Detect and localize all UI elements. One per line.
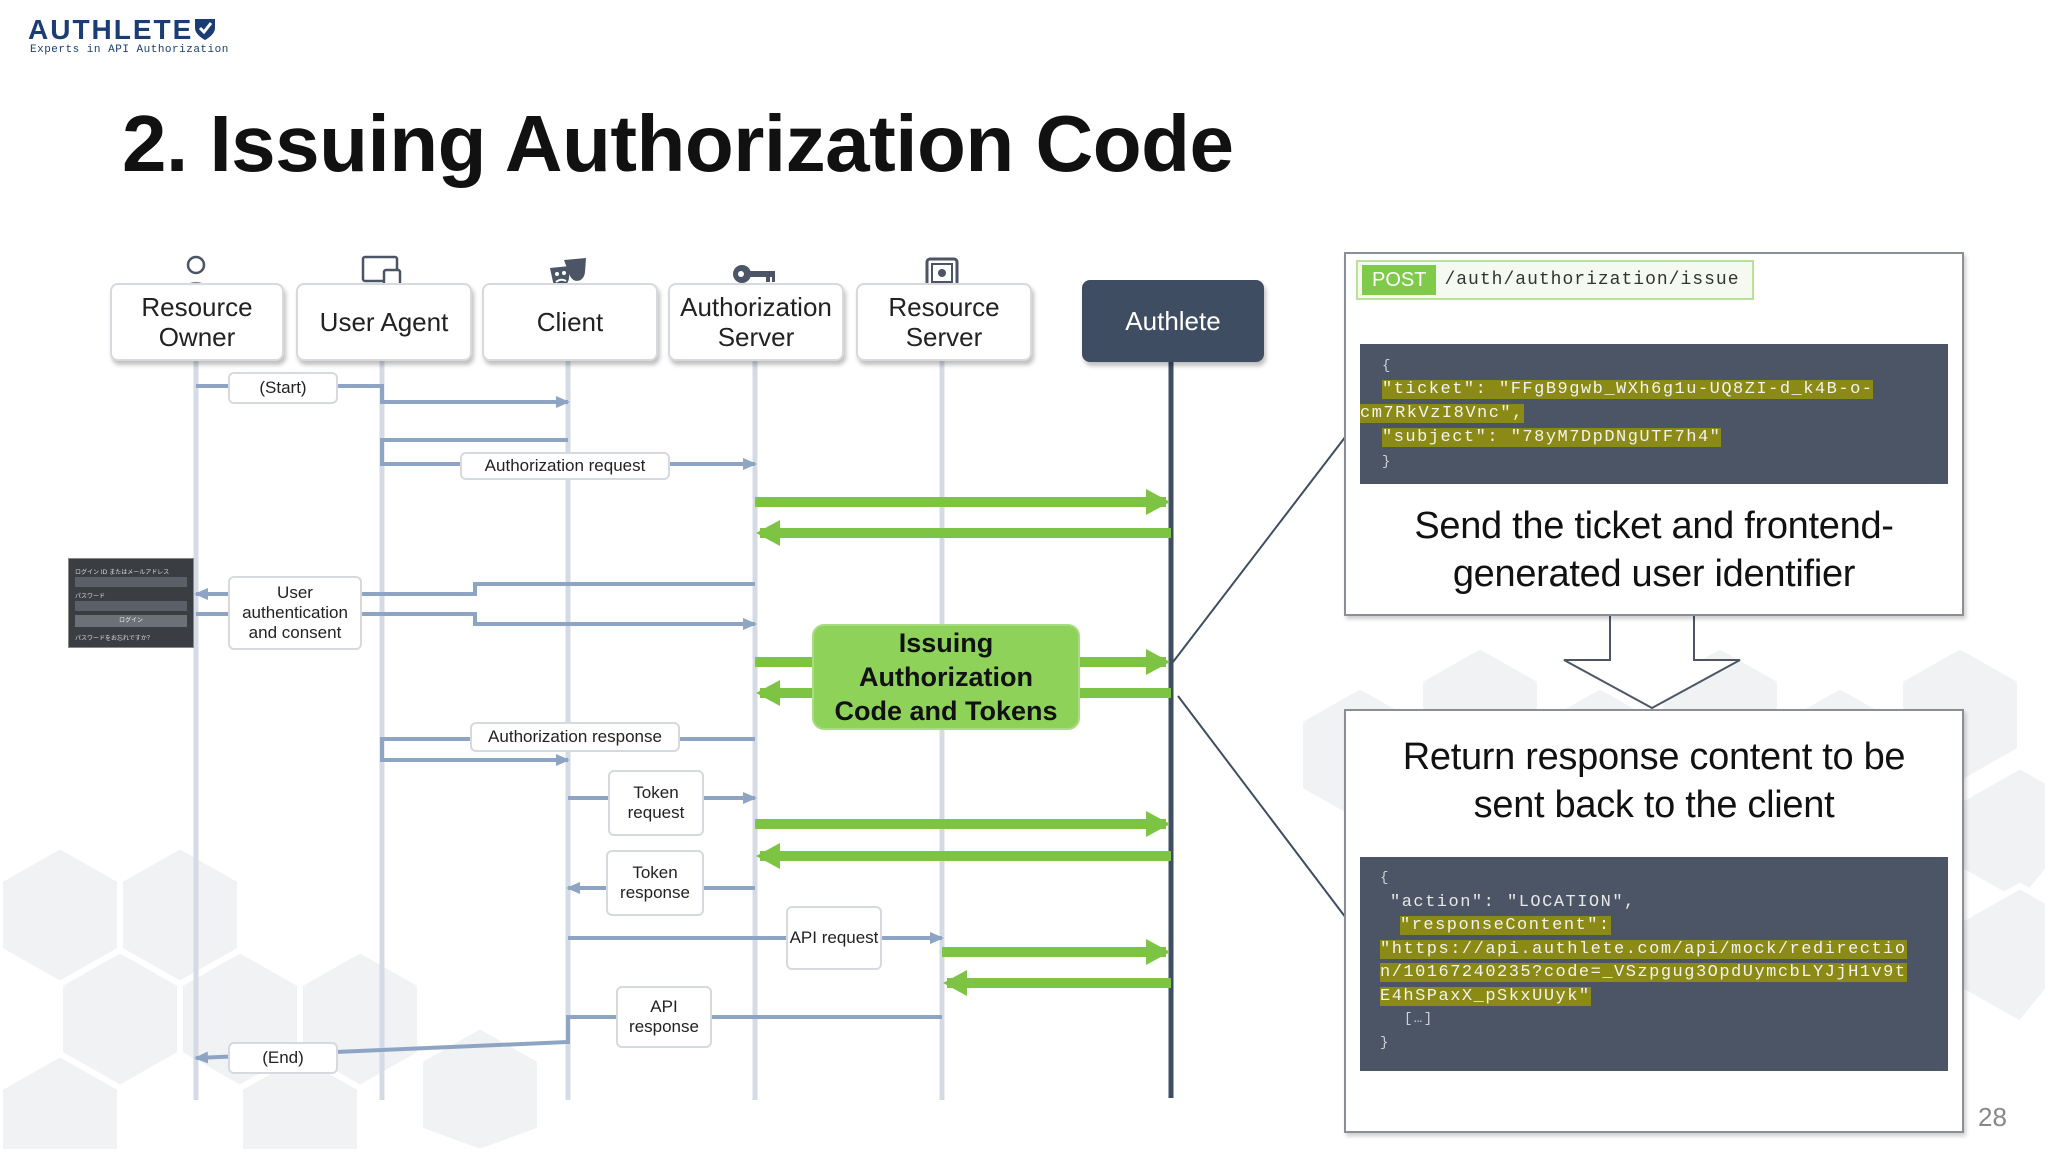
request-code-block: { "ticket": "FFgB9gwb_WXh6g1u-UQ8ZI-d_k4…	[1360, 344, 1948, 484]
actor-authorization-server: Authorization Server	[668, 283, 844, 361]
down-arrow-icon	[1563, 613, 1741, 710]
actor-user-agent: User Agent	[296, 283, 472, 361]
code-line: {	[1382, 358, 1392, 374]
forgot-password-link: パスワードをお忘れですか？	[75, 635, 153, 642]
code-line: "subject": "78yM7DpDNgUTF7h4"	[1382, 428, 1722, 447]
request-panel: POST /auth/authorization/issue { "ticket…	[1344, 252, 1964, 616]
shield-logo-icon	[195, 19, 215, 40]
label-authorization-request: Authorization request	[460, 452, 670, 480]
http-method-badge: POST	[1362, 265, 1437, 295]
label-api-response: API response	[616, 986, 712, 1048]
actor-resource-server: Resource Server	[856, 283, 1032, 361]
password-label: パスワード	[75, 593, 106, 600]
logo-tagline: Experts in API Authorization	[30, 44, 229, 56]
actor-authlete: Authlete	[1082, 280, 1264, 362]
code-line: }	[1382, 454, 1392, 470]
code-line: "ticket": "FFgB9gwb_WXh6g1u-UQ8ZI-d_k4B-…	[1382, 380, 1874, 399]
arrow-api-response	[194, 1015, 942, 1064]
request-caption: Send the ticket and frontend- generated …	[1414, 505, 1894, 595]
code-line: n/10167240235?code=_VSzpgug3OpdUymcbLYJj…	[1380, 963, 1907, 982]
response-code-block: { "action": "LOCATION", "responseContent…	[1360, 857, 1948, 1071]
label-api-request: API request	[786, 906, 882, 970]
response-caption: Return response content to be sent back …	[1402, 736, 1906, 826]
label-start: (Start)	[228, 372, 338, 404]
code-line: E4hSPaxX_pSkxUUyk"	[1380, 986, 1591, 1006]
login-screen-thumbnail: ログイン ID またはメールアドレス パスワード ログイン パスワードをお忘れで…	[68, 558, 194, 648]
label-end: (End)	[228, 1042, 338, 1074]
label-token-response: Token response	[606, 850, 704, 916]
theater-masks-icon	[550, 258, 586, 287]
endpoint-path: /auth/authorization/issue	[1444, 270, 1740, 290]
key-icon	[733, 265, 775, 283]
code-line: "https://api.authlete.com/api/mock/redir…	[1380, 939, 1907, 959]
actor-client: Client	[482, 283, 658, 361]
page-number: 28	[1978, 1102, 2007, 1132]
callout-lines	[1172, 435, 1347, 919]
login-id-label: ログイン ID またはメールアドレス	[75, 569, 170, 576]
code-line: "responseContent":	[1400, 916, 1611, 935]
code-line: }	[1380, 1034, 1390, 1051]
code-line: "action": "LOCATION",	[1390, 892, 1636, 912]
code-line: cm7RkVzI8Vnc",	[1360, 404, 1524, 423]
logo-name: AUTHLETE	[28, 14, 194, 45]
endpoint-bar: POST /auth/authorization/issue	[1356, 260, 1754, 300]
login-button: ログイン	[75, 615, 187, 627]
label-user-authentication: User authentication and consent	[228, 576, 362, 650]
actor-resource-owner: Resource Owner	[110, 283, 284, 361]
issuing-authorization-code-box: Issuing Authorization Code and Tokens	[812, 624, 1080, 730]
response-panel: Return response content to be sent back …	[1344, 709, 1964, 1133]
page-title: 2. Issuing Authorization Code	[122, 99, 1234, 188]
label-authorization-response: Authorization response	[470, 722, 680, 752]
code-line: […]	[1404, 1011, 1434, 1027]
label-token-request: Token request	[608, 770, 704, 836]
code-line: {	[1380, 870, 1390, 886]
